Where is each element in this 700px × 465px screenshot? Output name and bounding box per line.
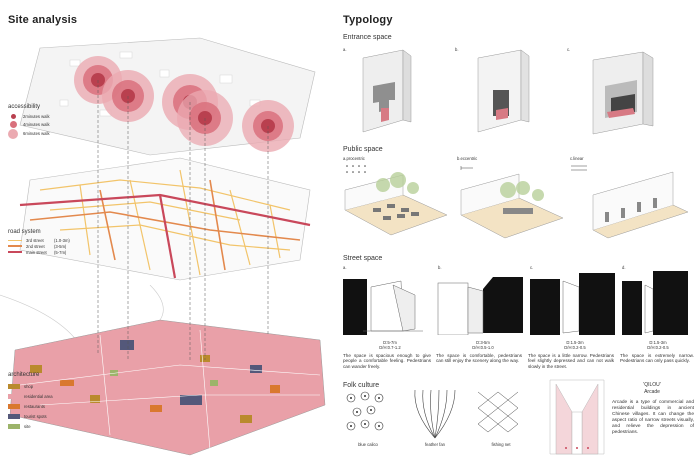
accessibility-legend-title: accessibility bbox=[8, 104, 41, 110]
legend-item: restaurants bbox=[8, 401, 53, 411]
road-system-legend: road system 3rd street(1.0-3m) 2nd stree… bbox=[8, 229, 70, 255]
entrance-c-drawing bbox=[592, 51, 654, 135]
arcade-subtitle: Arcade bbox=[644, 389, 660, 395]
architecture-legend: architecture shop residential area resta… bbox=[8, 372, 53, 431]
street-label-b: b. bbox=[438, 265, 442, 270]
legend-item: 2minutes walk bbox=[8, 112, 50, 120]
street-d-drawing bbox=[622, 271, 688, 335]
street-a-description: The space is spacious enough to give peo… bbox=[343, 353, 431, 369]
legend-item: 4minutes walk bbox=[8, 120, 50, 128]
architecture-legend-title: architecture bbox=[8, 372, 40, 378]
accessibility-legend: accessibility 2minutes walk 4minutes wal… bbox=[8, 104, 50, 139]
blue-calico-pattern bbox=[346, 391, 384, 431]
street-space-title: Street space bbox=[343, 255, 383, 262]
legend-item: tourist spots bbox=[8, 411, 53, 421]
street-a-drawing bbox=[343, 279, 423, 335]
folk-culture-illustrations bbox=[346, 389, 519, 439]
arcade-title: 'QILOU' bbox=[643, 382, 661, 388]
public-space-illustrations bbox=[344, 165, 689, 239]
legend-item: shop bbox=[8, 381, 53, 391]
entrance-label-b: b. bbox=[455, 47, 459, 52]
entrance-label-c: c. bbox=[567, 47, 571, 52]
entrance-b-drawing bbox=[477, 49, 530, 133]
legend-item: 6minutes walk bbox=[8, 128, 50, 139]
public-label-a: a.procentric bbox=[343, 156, 365, 161]
road-legend-title: road system bbox=[8, 229, 41, 235]
folk-culture-title: Folk culture bbox=[343, 382, 380, 389]
street-c-drawing bbox=[530, 273, 615, 335]
arcade-description: Arcade is a type of commercial and resid… bbox=[612, 400, 694, 435]
street-label-d: d. bbox=[622, 265, 626, 270]
projection-lines bbox=[97, 80, 269, 360]
public-space-title: Public space bbox=[343, 146, 383, 153]
legend-item: residential area bbox=[8, 391, 53, 401]
public-b-drawing bbox=[460, 166, 564, 239]
street-d-description: The space is extremely narrow. Pedestria… bbox=[620, 353, 694, 364]
entrance-illustrations bbox=[362, 49, 654, 135]
entrance-a-drawing bbox=[362, 49, 412, 133]
fishing-net-pattern bbox=[477, 391, 519, 433]
public-label-b: b.eccentric bbox=[457, 156, 478, 161]
legend-item: main street(5-7m) bbox=[8, 249, 70, 255]
street-space-illustrations bbox=[343, 271, 688, 335]
entrance-label-a: a. bbox=[343, 47, 347, 52]
street-b-description: The space is comfortable, pedestrians ca… bbox=[436, 353, 522, 364]
arcade-illustration bbox=[549, 379, 605, 455]
legend-item: 2nd street(3-5m) bbox=[8, 243, 70, 249]
legend-item: site bbox=[8, 421, 53, 431]
legend-item: 3rd street(1.0-3m) bbox=[8, 237, 70, 243]
street-label-a: a. bbox=[343, 265, 347, 270]
folk-item-blue-calico: blue calico bbox=[358, 442, 378, 447]
street-b-drawing bbox=[437, 277, 523, 335]
typology-title: Typology bbox=[343, 14, 393, 26]
public-a-drawing bbox=[344, 165, 448, 236]
street-label-c: c. bbox=[530, 265, 534, 270]
street-c-description: The space is a little narrow. Pedestrian… bbox=[528, 353, 614, 369]
public-c-drawing bbox=[571, 165, 689, 239]
entrance-space-title: Entrance space bbox=[343, 34, 392, 41]
folk-item-feather-fan: feather fan bbox=[424, 442, 446, 447]
folk-item-fishing-net: fishing net bbox=[491, 442, 511, 447]
public-label-c: c.linear bbox=[570, 156, 584, 161]
site-analysis-title: Site analysis bbox=[8, 14, 78, 26]
feather-fan-pattern bbox=[414, 389, 456, 439]
road-system-map-layer bbox=[19, 157, 311, 281]
